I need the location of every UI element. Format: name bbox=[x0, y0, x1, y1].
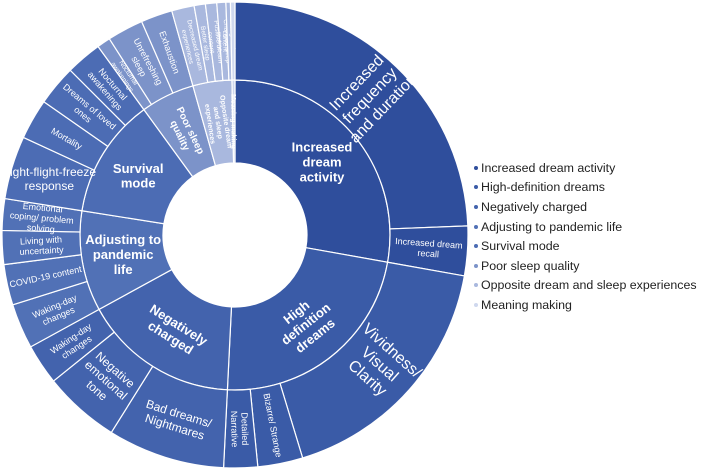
outer-segment-increased-frequency-and-duration-0[interactable] bbox=[234, 1, 469, 230]
legend-item-meaning-making: Meaning making bbox=[474, 295, 697, 315]
outer-label-positive-dream-content-21: Positive dreamcontent bbox=[205, 20, 224, 64]
legend-item-negatively-charged: Negatively charged bbox=[474, 197, 697, 217]
outer-label-living-with-uncertainty-10: Living withuncertainty bbox=[19, 234, 65, 257]
legend-swatch-icon bbox=[474, 244, 478, 249]
legend-label: Negatively charged bbox=[481, 199, 588, 214]
legend-swatch-icon bbox=[474, 263, 478, 268]
legend-label: Opposite dream and sleep experiences bbox=[481, 278, 697, 293]
legend-item-survival-mode: Survival mode bbox=[474, 236, 697, 256]
legend-swatch-icon bbox=[474, 165, 478, 170]
outer-label-detailed-narrative-4: DetailedNarrative bbox=[229, 410, 250, 447]
legend-swatch-icon bbox=[474, 283, 478, 288]
legend-item-opposite-dream-and-sleep-experiences: Opposite dream and sleep experiences bbox=[474, 276, 697, 296]
center-hole bbox=[163, 163, 307, 307]
inner-label-meaning-making: Meaning making bbox=[229, 94, 237, 149]
legend-swatch-icon bbox=[474, 204, 478, 209]
legend-label: High-definition dreams bbox=[481, 180, 605, 195]
legend-label: Meaning making bbox=[481, 297, 572, 312]
legend-item-increased-dream-activity: Increased dream activity bbox=[474, 158, 697, 178]
legend-label: Survival mode bbox=[481, 239, 560, 254]
legend-item-poor-sleep-quality: Poor sleep quality bbox=[474, 256, 697, 276]
legend-swatch-icon bbox=[474, 185, 478, 190]
outer-label-changed-sleep-routine-22: Changed sleeproutine bbox=[214, 19, 231, 64]
outer-segment-blank-24[interactable] bbox=[229, 1, 236, 81]
legend-label: Adjusting to pandemic life bbox=[481, 219, 623, 234]
legend-swatch-icon bbox=[474, 224, 478, 229]
outer-label-increased-dream-recall-1: Increased dreamrecall bbox=[394, 236, 463, 261]
legend-label: Poor sleep quality bbox=[481, 258, 580, 273]
legend-item-high-definition-dreams: High-definition dreams bbox=[474, 178, 697, 198]
legend-item-adjusting-to-pandemic-life: Adjusting to pandemic life bbox=[474, 217, 697, 237]
legend-label: Increased dream activity bbox=[481, 160, 616, 175]
legend-swatch-icon bbox=[474, 302, 478, 307]
outer-label-increased-frequency-and-duration-0: Increasedfrequencyand duration bbox=[320, 45, 420, 146]
